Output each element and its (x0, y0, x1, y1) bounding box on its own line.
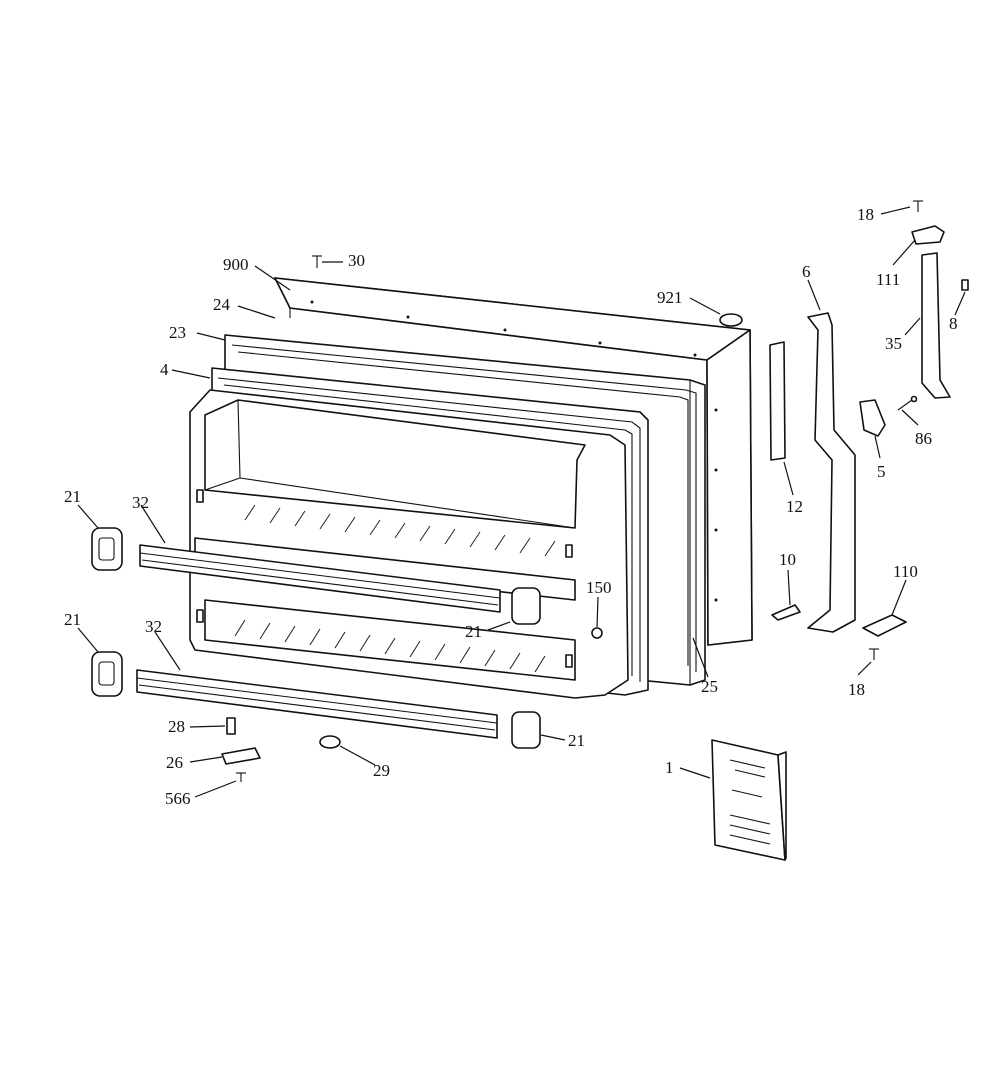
label-1: 1 (665, 758, 674, 777)
label-921: 921 (657, 288, 683, 307)
label-86: 86 (915, 429, 932, 448)
door-liner (189, 389, 629, 699)
label-21-b: 21 (465, 622, 482, 641)
label-30: 30 (348, 251, 365, 270)
label-21-c: 21 (64, 610, 81, 629)
label-111: 111 (876, 270, 900, 289)
hinge-bar-35 (921, 252, 951, 399)
clip-10 (771, 604, 801, 621)
end-cap-upper-left (91, 527, 123, 571)
outer-door-panel (274, 277, 753, 646)
label-900: 900 (223, 255, 249, 274)
screw-86 (897, 395, 918, 411)
label-26: 26 (166, 753, 183, 772)
label-566: 566 (165, 789, 191, 808)
label-25: 25 (701, 677, 718, 696)
bracket-26 (221, 747, 261, 765)
label-24: 24 (213, 295, 231, 314)
manual-1 (711, 739, 787, 861)
label-8: 8 (949, 314, 958, 333)
label-150: 150 (586, 578, 612, 597)
screw-566 (236, 772, 246, 782)
label-32-a: 32 (132, 493, 149, 512)
hinge-plate-110 (862, 614, 907, 637)
screw-30 (312, 255, 322, 268)
label-6: 6 (802, 262, 811, 281)
label-12: 12 (786, 497, 803, 516)
label-5: 5 (877, 462, 886, 481)
end-cap-lower-right (511, 711, 541, 749)
label-10: 10 (779, 550, 796, 569)
end-cap-upper-right (511, 587, 541, 625)
leader-lines (77, 206, 966, 798)
plug-921 (719, 313, 743, 327)
hinge-6 (807, 312, 856, 633)
label-18-bottom: 18 (848, 680, 865, 699)
label-29: 29 (373, 761, 390, 780)
screw-18-top (913, 200, 923, 212)
hinge-bracket-5 (859, 399, 886, 437)
label-110: 110 (893, 562, 918, 581)
label-21-a: 21 (64, 487, 81, 506)
label-4: 4 (160, 360, 169, 379)
label-35: 35 (885, 334, 902, 353)
shelf-bar-lower (136, 669, 498, 739)
label-28: 28 (168, 717, 185, 736)
plug-150 (591, 627, 603, 639)
part-labels: 18 111 6 8 35 900 30 921 24 23 4 86 5 12… (64, 205, 958, 808)
label-32-b: 32 (145, 617, 162, 636)
plug-29 (319, 735, 341, 749)
label-23: 23 (169, 323, 186, 342)
hinge-cap-111 (911, 225, 945, 245)
label-21-d: 21 (568, 731, 585, 750)
label-18-top: 18 (857, 205, 874, 224)
screw-28 (226, 717, 236, 735)
strip-12 (769, 341, 786, 461)
shelf-bar-upper (139, 544, 501, 613)
screw-18-bottom (869, 648, 879, 660)
end-cap-lower-left (91, 651, 123, 697)
pin-8 (961, 279, 969, 291)
